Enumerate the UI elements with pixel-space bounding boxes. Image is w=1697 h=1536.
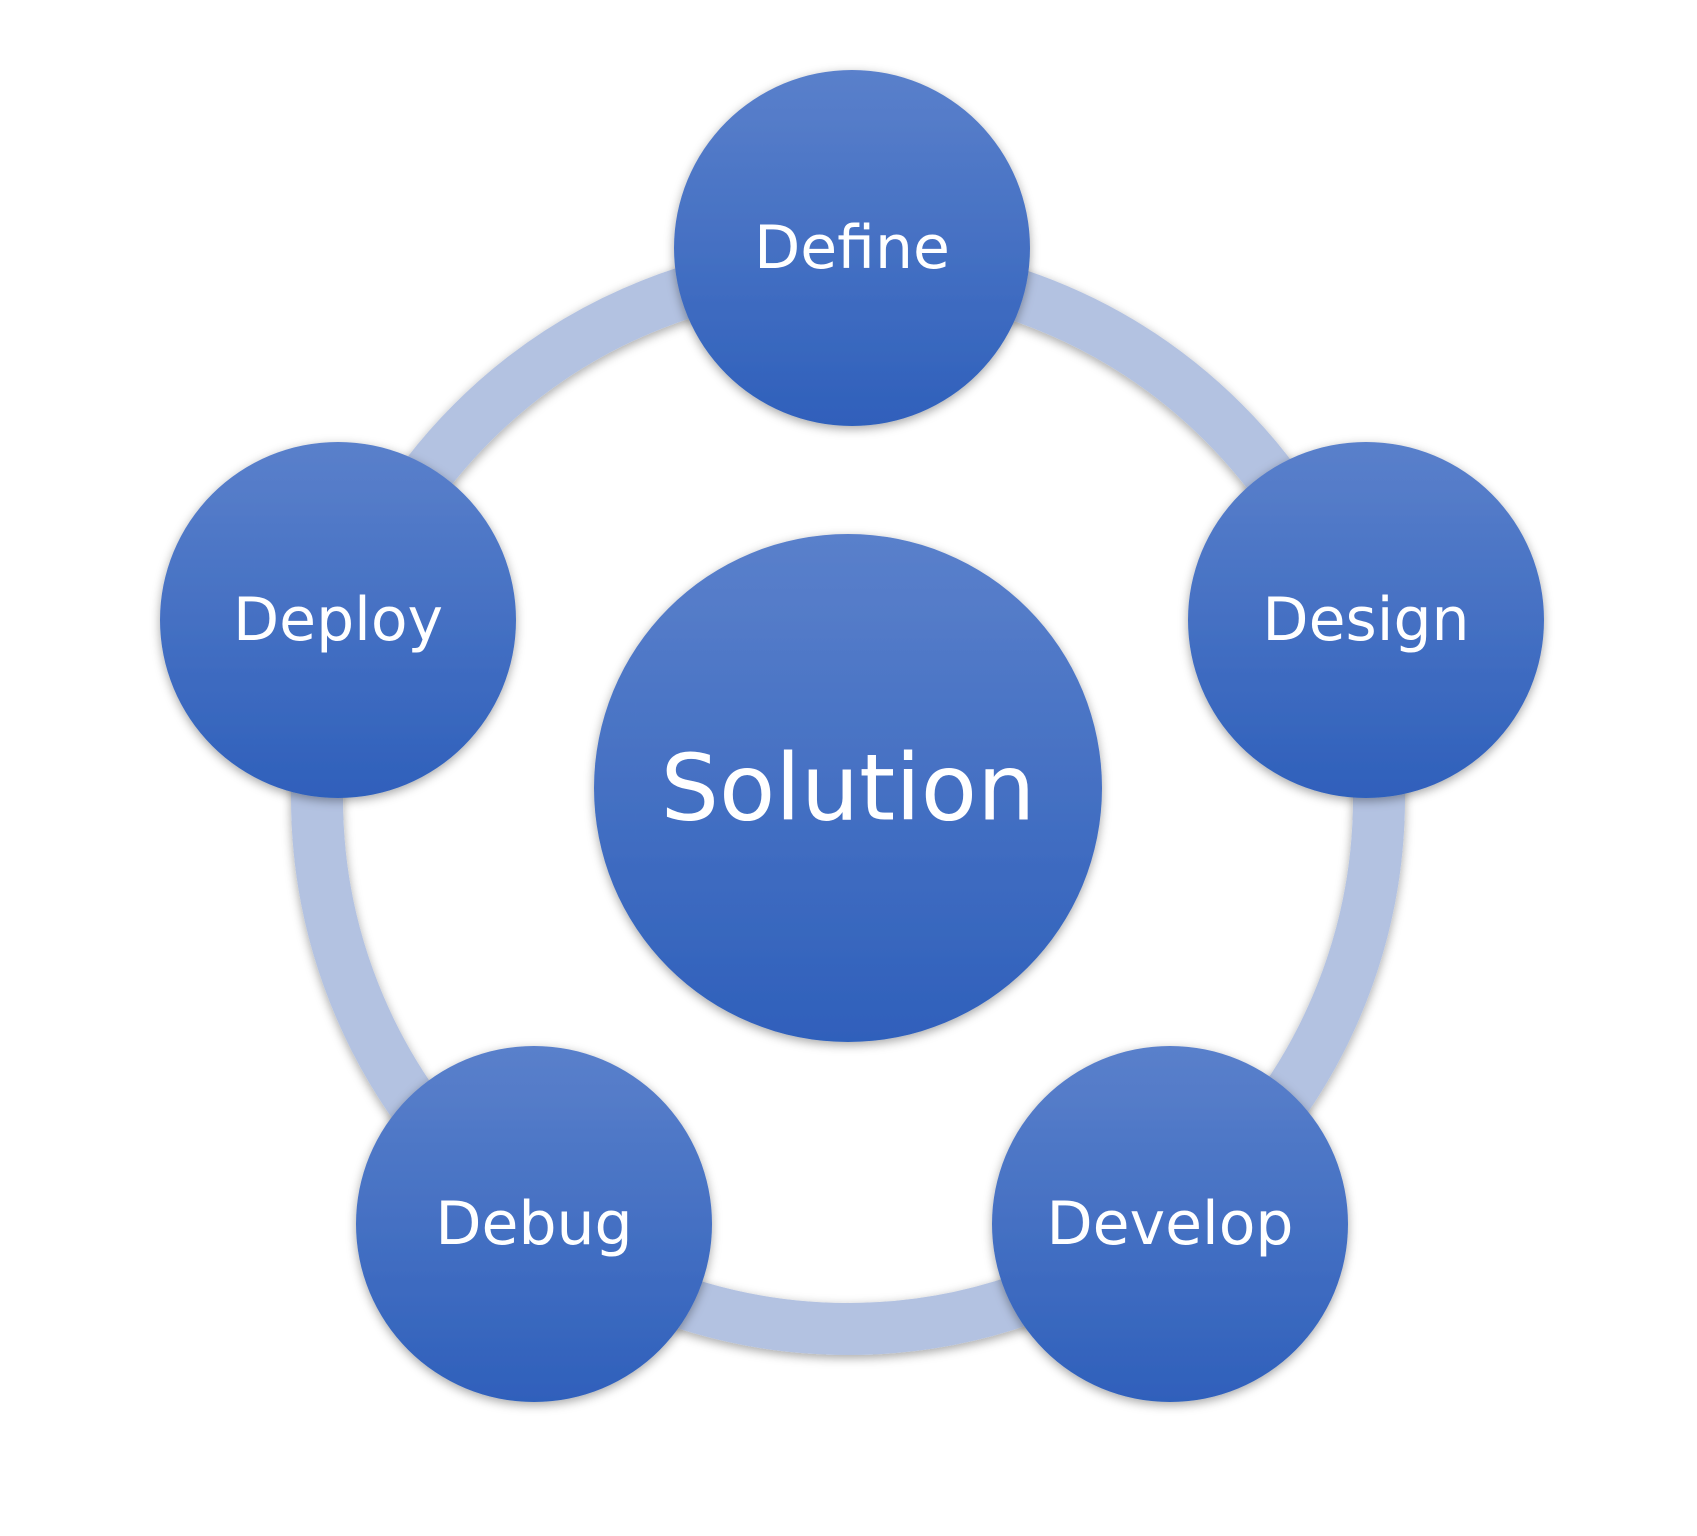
node-develop: Develop	[992, 1046, 1348, 1402]
node-design: Design	[1188, 442, 1544, 798]
node-deploy-label: Deploy	[233, 585, 443, 655]
node-develop-label: Develop	[1046, 1189, 1293, 1259]
center-node-circle	[594, 534, 1102, 1042]
center-node-solution: Solution	[594, 534, 1102, 1042]
node-deploy: Deploy	[160, 442, 516, 798]
node-design-circle	[1188, 442, 1544, 798]
node-develop-circle	[992, 1046, 1348, 1402]
node-define-label: Define	[754, 213, 950, 283]
node-define: Define	[674, 70, 1030, 426]
node-deploy-circle	[160, 442, 516, 798]
node-debug: Debug	[356, 1046, 712, 1402]
node-debug-circle	[356, 1046, 712, 1402]
node-debug-label: Debug	[435, 1189, 632, 1259]
node-design-label: Design	[1262, 585, 1469, 655]
center-node-label: Solution	[661, 735, 1036, 842]
node-define-circle	[674, 70, 1030, 426]
